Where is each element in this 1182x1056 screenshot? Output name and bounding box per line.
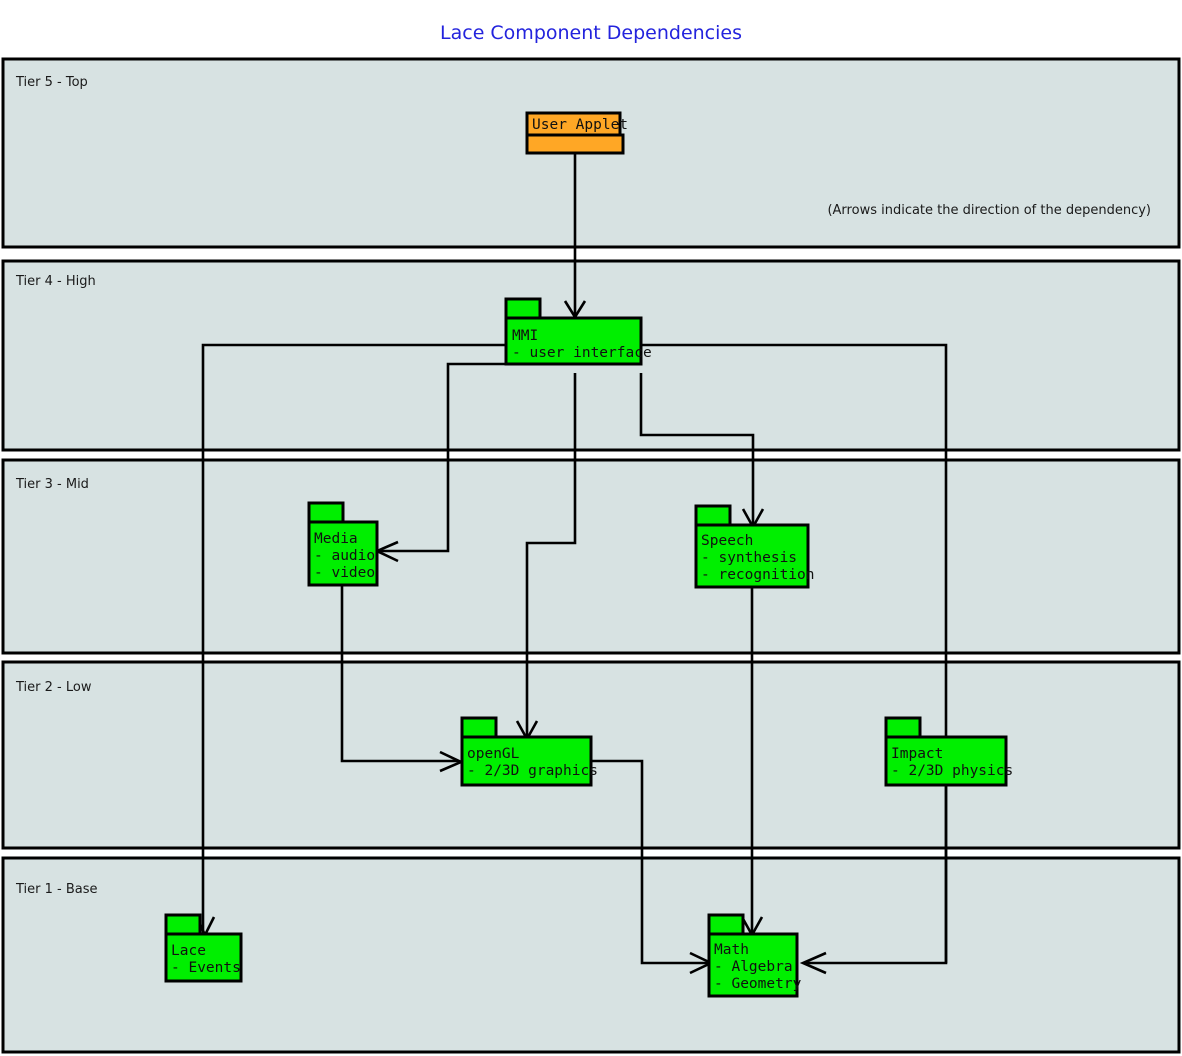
arrow-direction-note: (Arrows indicate the direction of the de… — [827, 203, 1151, 218]
package-impact[interactable]: Impact - 2/3D physics — [884, 716, 1013, 787]
package-speech-tab — [694, 504, 732, 527]
package-impact-tab — [884, 716, 922, 739]
package-opengl-name: openGL — [467, 746, 520, 762]
package-lace-name: Lace — [171, 943, 206, 959]
package-opengl-body — [460, 735, 593, 787]
package-lace-body — [164, 932, 243, 983]
package-mmi[interactable]: MMI - user interface — [504, 297, 652, 366]
package-math-detail-1: - Geometry — [714, 976, 802, 992]
tier-label-tier2: Tier 2 - Low — [15, 680, 92, 695]
package-opengl[interactable]: openGL - 2/3D graphics — [460, 716, 598, 787]
package-math-detail-0: - Algebra — [714, 959, 793, 975]
package-impact-name: Impact — [891, 746, 943, 762]
package-lace-tab — [164, 913, 202, 936]
package-media-tab — [307, 501, 345, 524]
package-impact-body — [884, 735, 1008, 787]
package-mmi-tab — [504, 297, 542, 320]
package-user-applet-body — [525, 133, 625, 155]
package-mmi-name: MMI — [512, 328, 538, 344]
package-lace[interactable]: Lace - Events — [164, 913, 243, 983]
tier-label-tier1: Tier 1 - Base — [15, 882, 98, 897]
package-math-body — [707, 932, 799, 998]
package-mmi-body — [504, 316, 643, 366]
package-media-body — [307, 520, 379, 587]
package-media[interactable]: Media - audio - video — [307, 501, 379, 587]
package-speech-detail-1: - recognition — [701, 567, 815, 583]
package-speech-name: Speech — [701, 533, 753, 549]
package-media-name: Media — [314, 531, 358, 547]
package-speech[interactable]: Speech - synthesis - recognition — [694, 504, 815, 589]
tier-label-tier4: Tier 4 - High — [15, 274, 96, 289]
package-impact-detail-0: - 2/3D physics — [891, 763, 1013, 779]
package-opengl-tab — [460, 716, 498, 739]
page-title: Lace Component Dependencies — [440, 22, 742, 44]
package-media-detail-0: - audio — [314, 548, 375, 564]
package-user-applet-label: User Applet — [532, 117, 628, 133]
package-speech-body — [694, 523, 810, 589]
tier-label-tier5: Tier 5 - Top — [15, 75, 88, 90]
package-speech-detail-0: - synthesis — [701, 550, 797, 566]
dependency-mmi-to-math — [641, 343, 948, 975]
package-math-tab — [707, 913, 745, 936]
package-user-applet[interactable]: User Applet — [525, 111, 628, 155]
package-math[interactable]: Math - Algebra - Geometry — [707, 913, 802, 998]
package-math-name: Math — [714, 942, 749, 958]
package-lace-detail-0: - Events — [171, 960, 241, 976]
package-media-detail-1: - video — [314, 565, 375, 581]
tier-label-tier3: Tier 3 - Mid — [15, 477, 89, 492]
tier-box-tier3 — [1, 458, 1181, 655]
package-opengl-detail-0: - 2/3D graphics — [467, 763, 598, 779]
package-mmi-detail-0: - user interface — [512, 345, 652, 361]
